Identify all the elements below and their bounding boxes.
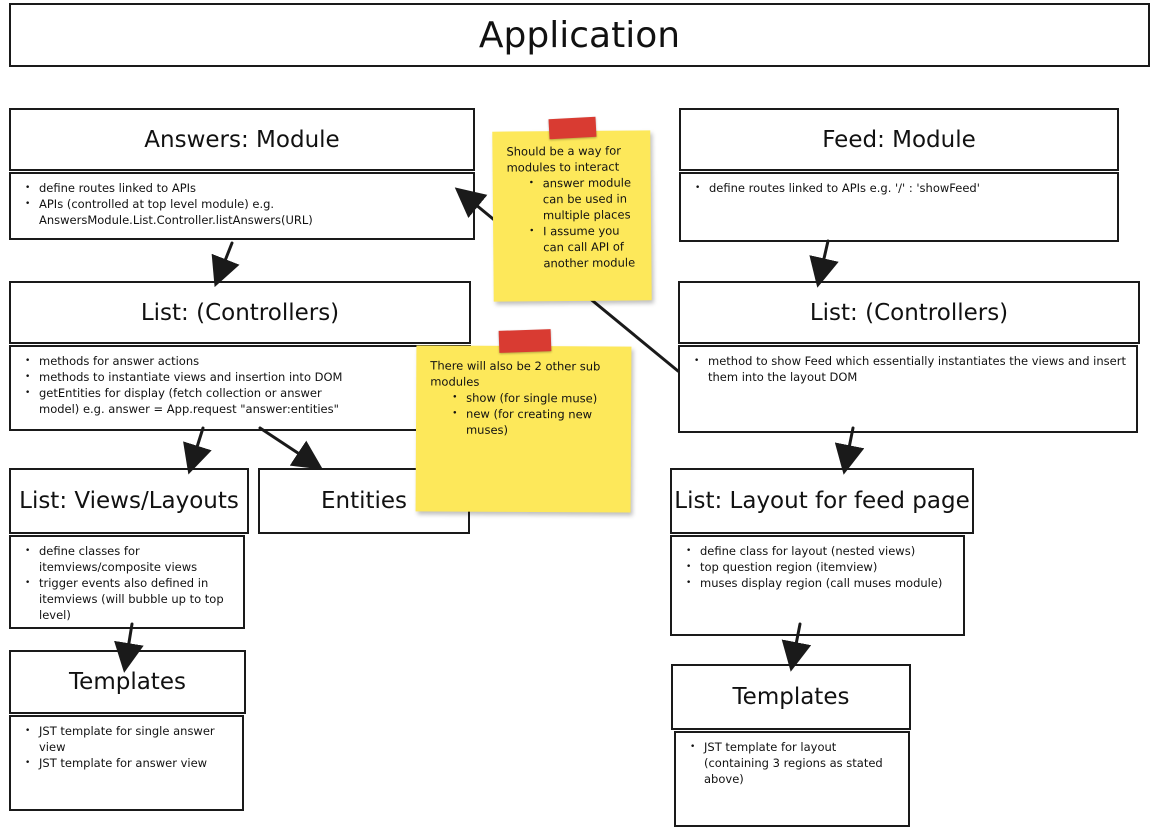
feed-layout-title-box: List: Layout for feed page: [670, 468, 974, 534]
feed-module-title-box: Feed: Module: [679, 108, 1119, 171]
feed-module-description: define routes linked to APIs e.g. '/' : …: [679, 172, 1119, 242]
feed-module-item: define routes linked to APIs e.g. '/' : …: [691, 180, 1109, 196]
answers-module-title: Answers: Module: [144, 126, 340, 153]
answers-module-description: define routes linked to APIs APIs (contr…: [9, 172, 475, 240]
arrow-controllers-to-entities: [258, 426, 324, 470]
sticky-note-submodules-heading: There will also be 2 other sub modules: [430, 358, 601, 389]
sticky-note-interact: Should be a way for modules to interact …: [492, 130, 652, 302]
tape-strip: [548, 116, 597, 140]
answers-controllers-title-box: List: (Controllers): [9, 281, 471, 344]
feed-layout-item: muses display region (call muses module): [682, 575, 955, 591]
sticky-note-submodules: There will also be 2 other sub modules s…: [415, 345, 632, 513]
arrow-views-to-templates: [114, 622, 144, 673]
feed-templates-item: JST template for layout (containing 3 re…: [686, 739, 900, 787]
answers-templates-item: JST template for single answer view: [21, 723, 234, 755]
feed-templates-title-box: Templates: [671, 664, 911, 730]
feed-module-title: Feed: Module: [822, 126, 976, 153]
answers-controllers-description: methods for answer actions methods to in…: [9, 345, 471, 431]
sticky-note-interact-heading: Should be a way for modules to interact: [506, 143, 622, 175]
arrow-layout-to-templates: [781, 622, 812, 672]
sticky-note-interact-item: answer module can be used in multiple pl…: [525, 174, 641, 223]
feed-controllers-title: List: (Controllers): [809, 299, 1009, 326]
entities-title: Entities: [320, 488, 408, 514]
answers-controllers-item: getEntities for display (fetch collectio…: [21, 385, 461, 417]
feed-layout-item: define class for layout (nested views): [682, 543, 955, 559]
application-header: Application: [9, 3, 1150, 67]
answers-templates-description: JST template for single answer view JST …: [9, 715, 244, 811]
feed-controllers-item: method to show Feed which essentially in…: [690, 353, 1128, 385]
feed-layout-item: top question region (itemview): [682, 559, 955, 575]
answers-controllers-item: methods to instantiate views and inserti…: [21, 369, 461, 385]
answers-views-description: define classes for itemviews/composite v…: [9, 535, 245, 629]
arrow-feed-controllers-to-layout: [834, 426, 865, 475]
answers-controllers-item: methods for answer actions: [21, 353, 461, 369]
arrow-feed-module-to-controllers: [809, 239, 839, 288]
feed-controllers-title-box: List: (Controllers): [678, 281, 1140, 344]
sticky-note-interact-item: I assume you can call API of another mod…: [525, 222, 641, 271]
tape-strip: [498, 329, 552, 353]
answers-views-title: List: Views/Layouts: [19, 488, 239, 514]
arrow-controllers-to-views: [183, 426, 212, 475]
answers-templates-item: JST template for answer view: [21, 755, 234, 771]
answers-templates-title: Templates: [69, 669, 186, 695]
feed-templates-description: JST template for layout (containing 3 re…: [674, 731, 910, 827]
feed-layout-title: List: Layout for feed page: [674, 488, 970, 514]
answers-views-item: define classes for itemviews/composite v…: [21, 543, 235, 575]
feed-controllers-description: method to show Feed which essentially in…: [678, 345, 1138, 433]
sticky-note-submodules-item: new (for creating new muses): [448, 406, 621, 439]
application-title: Application: [478, 14, 681, 56]
answers-module-title-box: Answers: Module: [9, 108, 475, 171]
answers-controllers-title: List: (Controllers): [140, 299, 340, 326]
answers-views-item: trigger events also defined in itemviews…: [21, 575, 235, 623]
sticky-note-submodules-item: show (for single muse): [448, 390, 621, 407]
feed-layout-description: define class for layout (nested views) t…: [670, 535, 965, 636]
answers-views-title-box: List: Views/Layouts: [9, 468, 249, 534]
arrow-answers-module-to-controllers: [211, 241, 240, 288]
feed-templates-title: Templates: [732, 684, 850, 710]
answers-module-item: APIs (controlled at top level module) e.…: [21, 196, 465, 228]
answers-module-item: define routes linked to APIs: [21, 180, 465, 196]
